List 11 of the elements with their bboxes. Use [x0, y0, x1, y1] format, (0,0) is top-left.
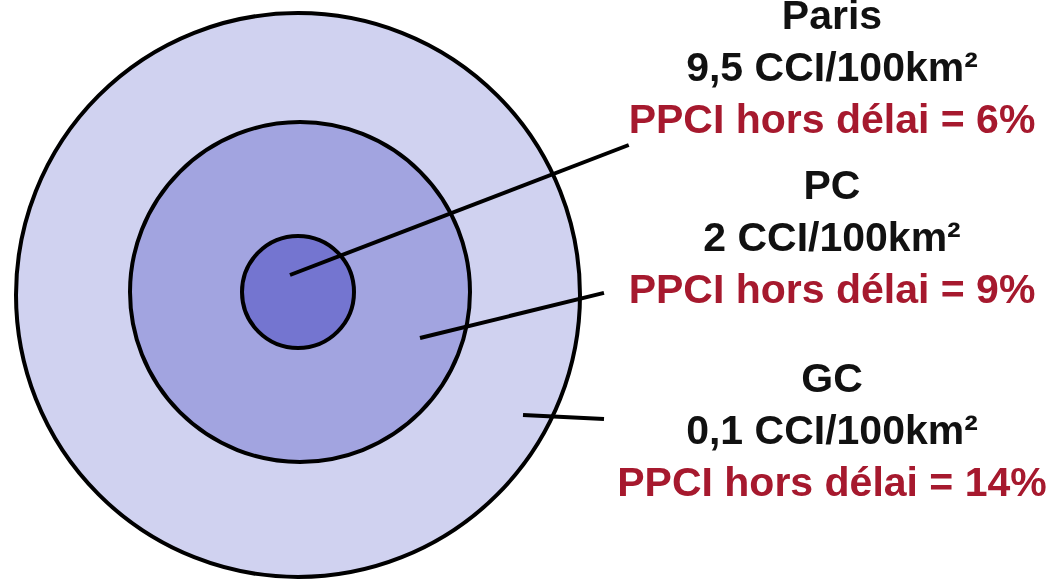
leader-line [419, 290, 605, 340]
leader-line [289, 143, 630, 277]
delay-rate: PPCI hors délai = 6% [628, 95, 1036, 144]
density-value: 0,1 CCI/100km² [686, 406, 978, 455]
delay-rate: PPCI hors délai = 14% [617, 458, 1047, 507]
leader-line [522, 413, 605, 421]
density-value: 2 CCI/100km² [703, 213, 961, 262]
zone-name: GC [801, 354, 863, 403]
zone-name: PC [803, 161, 861, 210]
delay-rate: PPCI hors délai = 9% [628, 265, 1036, 314]
density-value: 9,5 CCI/100km² [686, 43, 978, 92]
